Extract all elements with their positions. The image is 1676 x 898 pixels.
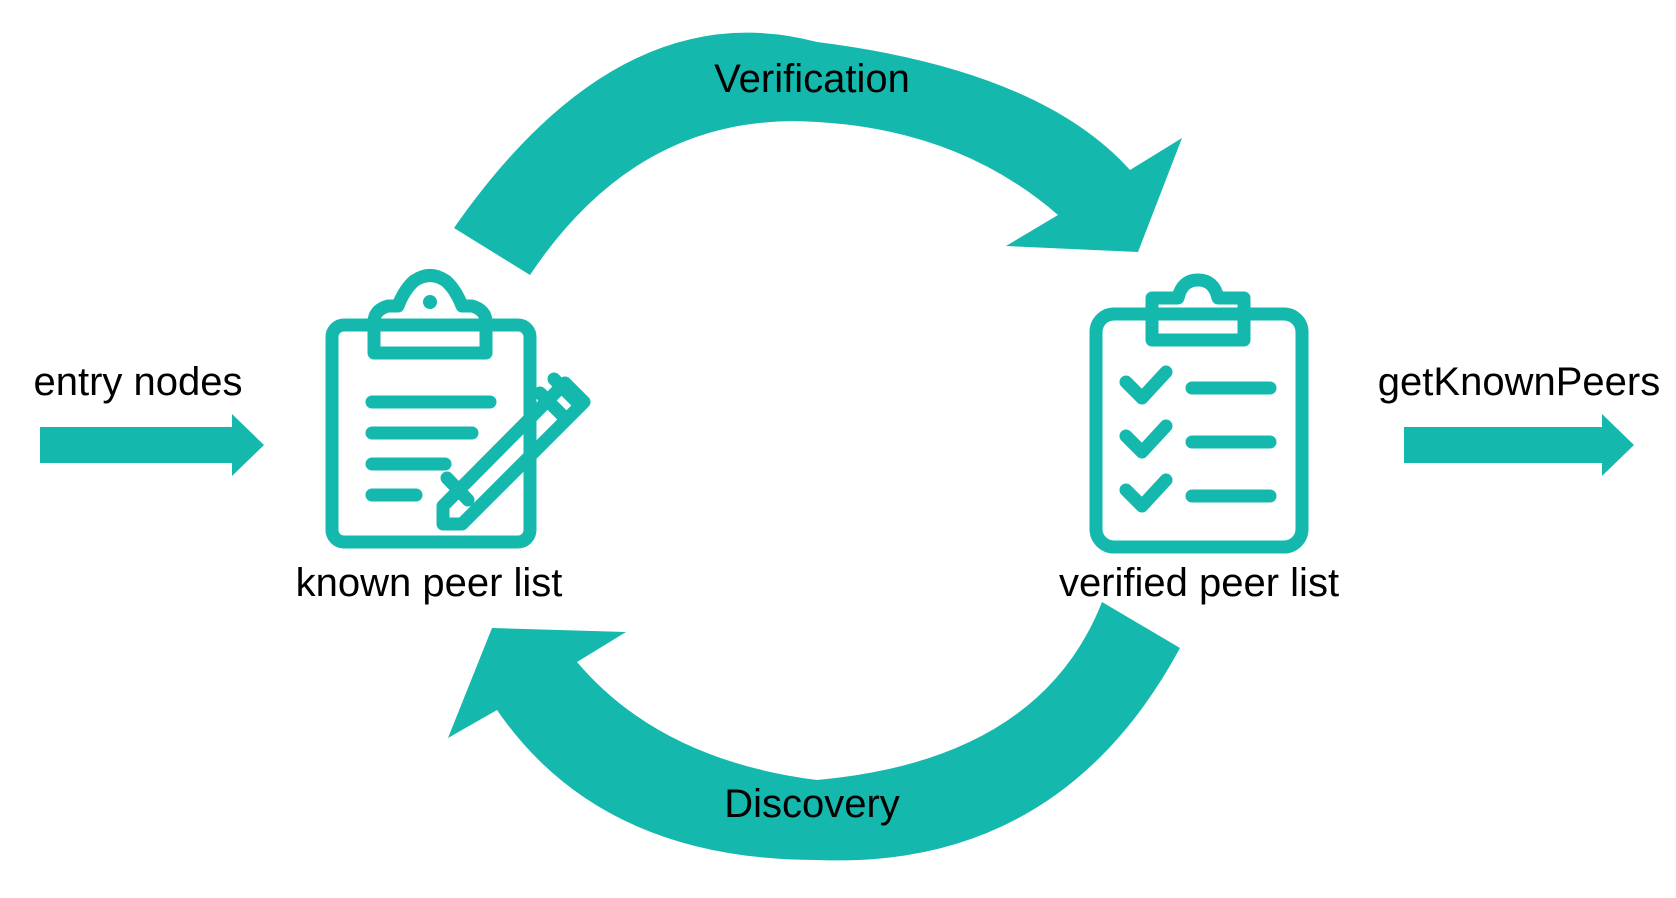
discovery-label: Discovery	[724, 782, 900, 826]
clipboard-hole	[423, 295, 437, 309]
entry-nodes-label: entry nodes	[33, 360, 242, 404]
verified-peer-list-label: verified peer list	[1059, 561, 1339, 605]
verification-label: Verification	[714, 57, 910, 101]
clipboard-pencil-icon	[325, 269, 591, 549]
clipboard-checklist-icon	[1089, 273, 1309, 554]
verification-arrow	[454, 32, 1182, 275]
get-known-peers-label: getKnownPeers	[1378, 360, 1660, 404]
get-known-peers-arrow	[1404, 414, 1634, 476]
entry-nodes-arrow	[40, 414, 264, 476]
discovery-arrow	[448, 602, 1180, 861]
known-peer-list-label: known peer list	[296, 561, 563, 605]
